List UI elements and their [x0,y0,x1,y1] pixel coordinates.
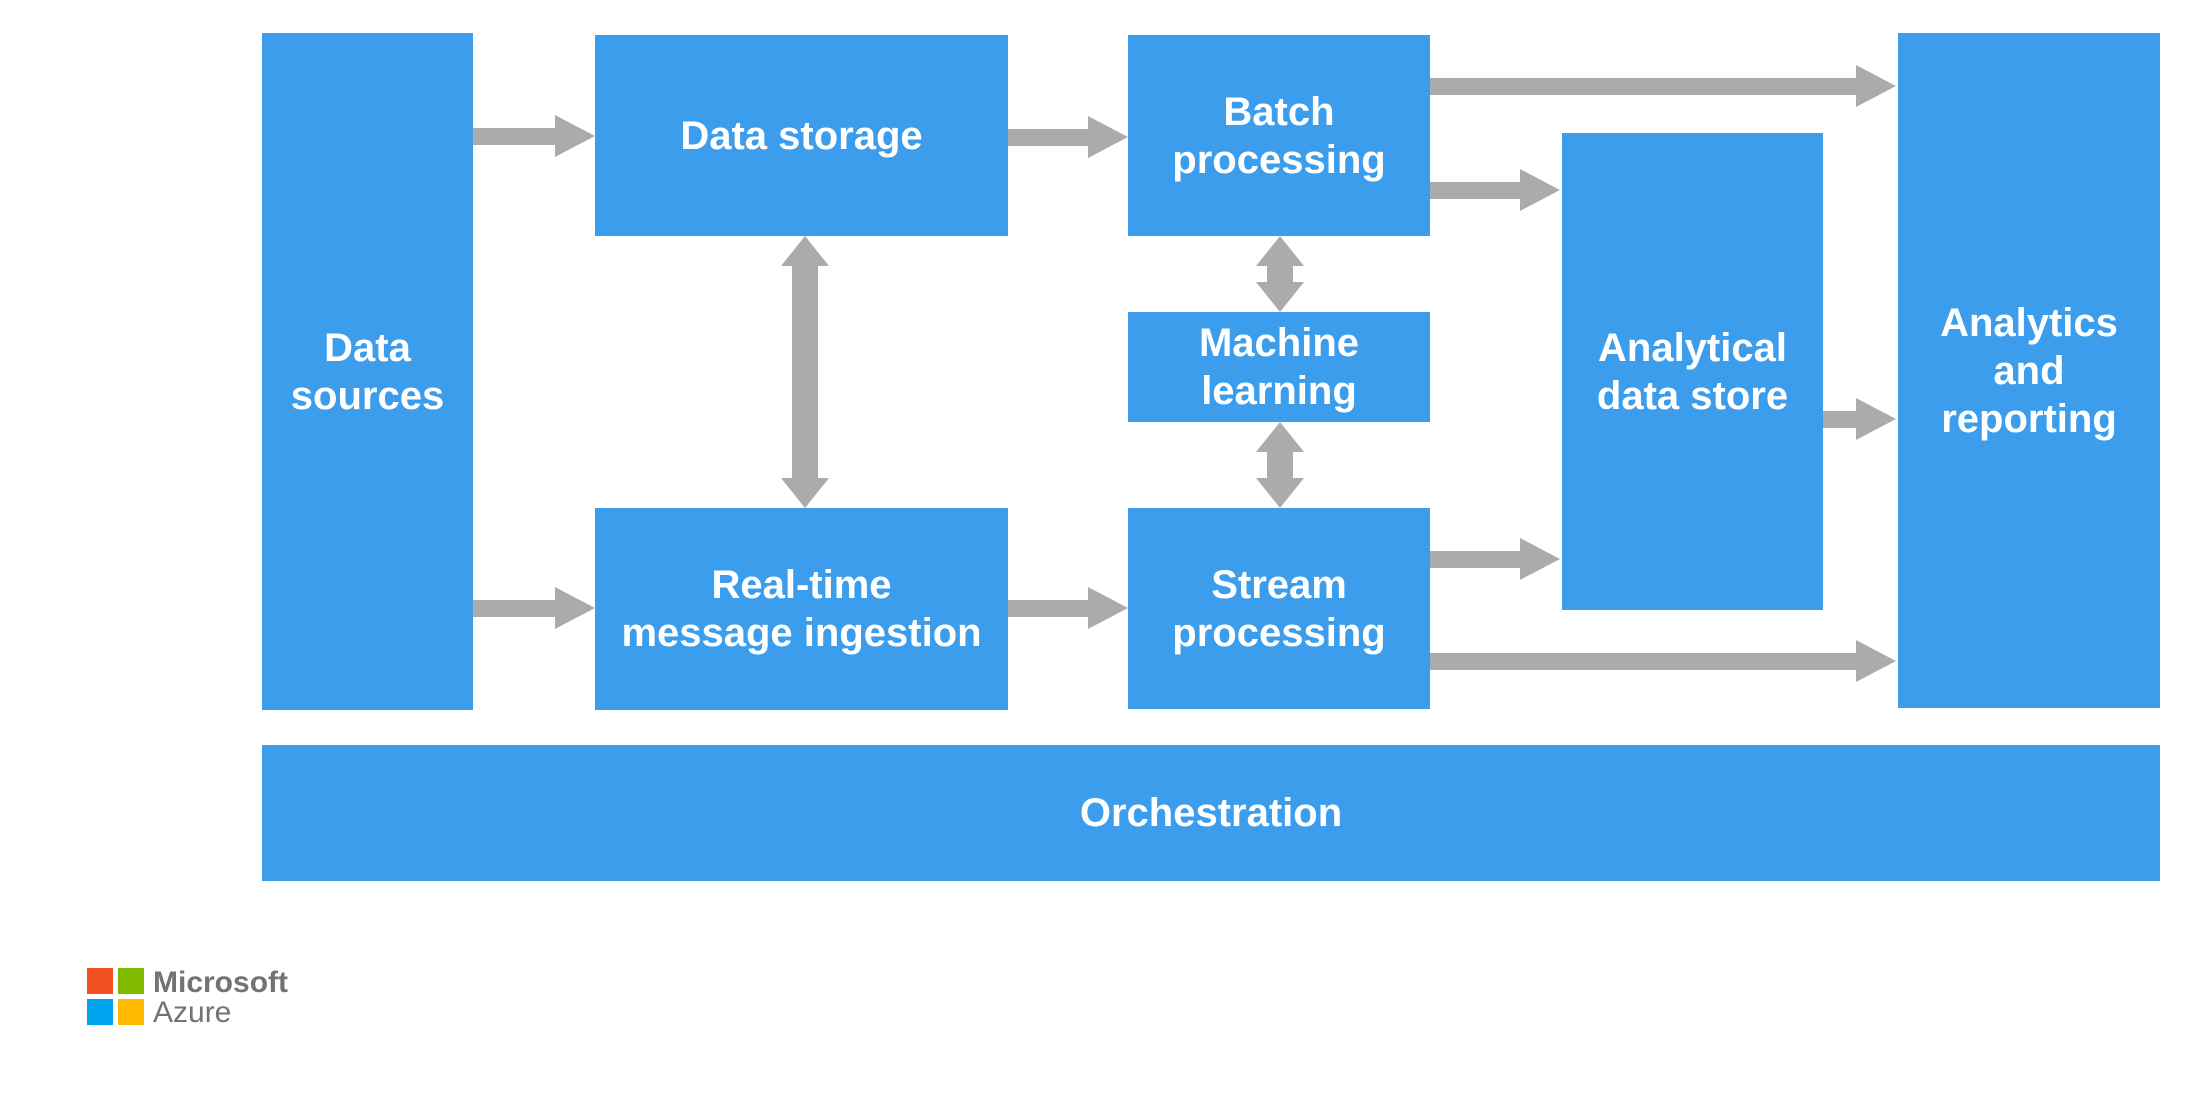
arrow-shaft [792,264,818,480]
node-real-time-message-ingestion: Real-time message ingestion [595,508,1008,710]
microsoft-azure-logo: Microsoft Azure [87,968,288,1028]
arrow-head-right-icon [1088,116,1128,158]
node-label-analytics-and-reporting: Analytics and reporting [1940,300,2118,441]
arrow-shaft [1823,411,1858,428]
node-analytical-data-store: Analytical data store [1562,133,1823,610]
arrow-data-storage-to-batch-processing [1008,116,1128,158]
arrow-head-right-icon [1088,587,1128,629]
node-stream-processing: Stream processing [1128,508,1430,709]
arrow-head-right-icon [1520,169,1560,211]
microsoft-logo-blue-square [87,999,113,1025]
arrow-batch-processing-to-analytics-reporting [1430,65,1896,107]
arrow-shaft [1267,264,1293,284]
arrow-head-right-icon [555,115,595,157]
node-analytics-and-reporting: Analytics and reporting [1898,33,2160,708]
arrow-batch-processing-machine-learning-bidirectional [1256,236,1304,312]
node-label-analytical-data-store: Analytical data store [1596,325,1789,418]
microsoft-logo-yellow-square [118,999,144,1025]
arrow-shaft [1008,129,1090,146]
microsoft-logo-green-square [118,968,144,994]
node-label-data-sources: Data sources [290,325,445,418]
node-machine-learning: Machine learning [1128,312,1430,422]
arrow-analytical-data-store-to-analytics-reporting [1823,398,1896,440]
arrow-head-right-icon [1856,640,1896,682]
arrow-shaft [473,600,557,617]
arrow-stream-processing-to-analytical-data-store [1430,538,1560,580]
microsoft-logo-icon [87,968,144,1025]
arrow-machine-learning-stream-processing-bidirectional [1256,422,1304,508]
arrow-head-right-icon [1856,398,1896,440]
node-label-batch-processing: Batch processing [1172,89,1386,182]
arrow-shaft [1430,653,1858,670]
logo-wordmark: Microsoft Azure [153,968,288,1028]
arrow-data-storage-real-time-ingestion-bidirectional [781,236,829,508]
arrow-shaft [1430,182,1522,199]
arrow-stream-processing-to-analytics-reporting [1430,640,1896,682]
node-label-stream-processing: Stream processing [1172,562,1386,655]
node-label-data-storage: Data storage [680,113,923,158]
arrow-data-sources-to-real-time-ingestion [473,587,595,629]
arrow-real-time-ingestion-to-stream-processing [1008,587,1128,629]
arrow-head-up-icon [1256,422,1304,452]
arrow-head-up-icon [781,236,829,266]
arrow-shaft [473,128,557,145]
arrow-head-down-icon [1256,282,1304,312]
node-label-orchestration: Orchestration [1079,791,1343,835]
arrow-head-right-icon [1520,538,1560,580]
arrow-head-up-icon [1256,236,1304,266]
node-orchestration: Orchestration [262,745,2160,881]
logo-text-microsoft: Microsoft [153,966,288,999]
arrow-head-down-icon [1256,478,1304,508]
arrow-head-down-icon [781,478,829,508]
node-data-storage: Data storage [595,35,1008,236]
node-data-sources: Data sources [262,33,473,710]
arrow-head-right-icon [1856,65,1896,107]
node-label-real-time-message-ingestion: Real-time message ingestion [621,563,982,655]
arrow-shaft [1008,600,1090,617]
arrow-shaft [1267,450,1293,480]
microsoft-logo-red-square [87,968,113,994]
arrow-head-right-icon [555,587,595,629]
logo-text-azure: Azure [153,996,232,1029]
arrow-data-sources-to-data-storage [473,115,595,157]
node-batch-processing: Batch processing [1128,35,1430,236]
arrow-shaft [1430,78,1858,95]
node-label-machine-learning: Machine learning [1198,321,1360,413]
arrow-batch-processing-to-analytical-data-store [1430,169,1560,211]
arrow-shaft [1430,551,1522,568]
